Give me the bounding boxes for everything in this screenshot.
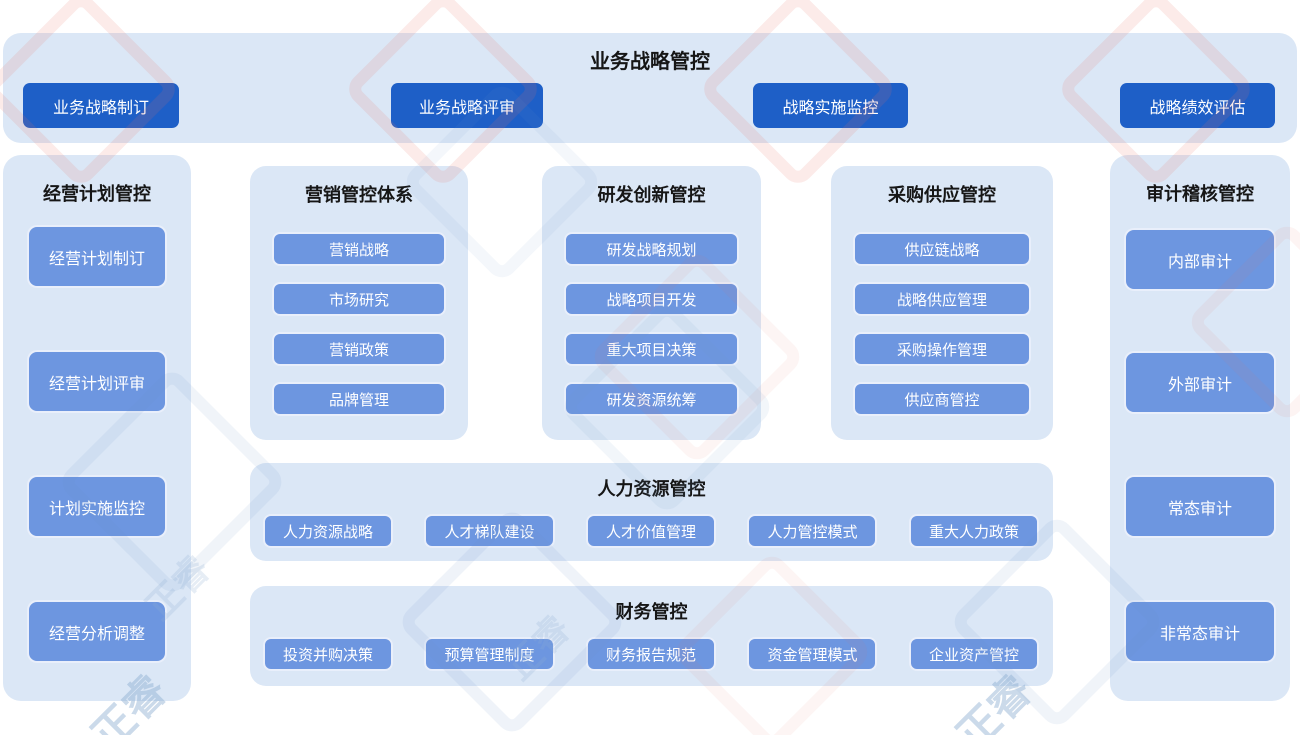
- operating-plan-panel: 经营计划管控 经营计划制订 经营计划评审 计划实施监控 经营分析调整: [3, 155, 191, 701]
- hr-item-1: 人力资源战略: [263, 514, 394, 548]
- rd-item-1: 研发战略规划: [564, 232, 739, 266]
- hr-items-row: 人力资源战略 人才梯队建设 人才价值管理 人力管控模式 重大人力政策: [263, 514, 1039, 548]
- rd-item-2: 战略项目开发: [564, 282, 739, 316]
- finance-item-4: 资金管理模式: [747, 637, 878, 671]
- rd-item-3: 重大项目决策: [564, 332, 739, 366]
- audit-item-regular: 常态审计: [1124, 475, 1276, 538]
- audit-item-external: 外部审计: [1124, 351, 1276, 414]
- hr-item-4: 人力管控模式: [747, 514, 878, 548]
- finance-item-3: 财务报告规范: [585, 637, 716, 671]
- hr-panel: 人力资源管控 人力资源战略 人才梯队建设 人才价值管理 人力管控模式 重大人力政…: [250, 463, 1053, 561]
- marketing-item-3: 营销政策: [272, 332, 446, 366]
- strategy-btn-formulation: 业务战略制订: [23, 83, 179, 128]
- procurement-item-1: 供应链战略: [853, 232, 1031, 266]
- finance-item-2: 预算管理制度: [424, 637, 555, 671]
- procurement-item-2: 战略供应管理: [853, 282, 1031, 316]
- finance-panel: 财务管控 投资并购决策 预算管理制度 财务报告规范 资金管理模式 企业资产管控: [250, 586, 1053, 686]
- marketing-item-2: 市场研究: [272, 282, 446, 316]
- strategy-btn-evaluation: 战略绩效评估: [1120, 83, 1275, 128]
- marketing-panel: 营销管控体系 营销战略 市场研究 营销政策 品牌管理: [250, 166, 468, 440]
- marketing-title: 营销管控体系: [305, 185, 413, 205]
- strategy-btn-review: 业务战略评审: [391, 83, 543, 128]
- business-strategy-title: 业务战略管控: [590, 51, 710, 73]
- finance-items-row: 投资并购决策 预算管理制度 财务报告规范 资金管理模式 企业资产管控: [263, 637, 1039, 671]
- audit-item-internal: 内部审计: [1124, 228, 1276, 291]
- marketing-item-4: 品牌管理: [272, 382, 446, 416]
- plan-item-review: 经营计划评审: [27, 350, 167, 413]
- hr-item-2: 人才梯队建设: [424, 514, 555, 548]
- finance-item-1: 投资并购决策: [263, 637, 394, 671]
- hr-item-3: 人才价值管理: [585, 514, 716, 548]
- finance-title: 财务管控: [615, 602, 688, 622]
- rd-innovation-panel: 研发创新管控 研发战略规划 战略项目开发 重大项目决策 研发资源统筹: [542, 166, 761, 440]
- plan-item-formulation: 经营计划制订: [27, 225, 167, 288]
- procurement-item-3: 采购操作管理: [853, 332, 1031, 366]
- hr-title: 人力资源管控: [597, 479, 706, 499]
- rd-item-4: 研发资源统筹: [564, 382, 739, 416]
- procurement-item-4: 供应商管控: [853, 382, 1031, 416]
- hr-item-5: 重大人力政策: [908, 514, 1039, 548]
- strategy-btn-monitoring: 战略实施监控: [753, 83, 908, 128]
- audit-panel: 审计稽核管控 内部审计 外部审计 常态审计 非常态审计: [1110, 155, 1290, 701]
- finance-item-5: 企业资产管控: [908, 637, 1039, 671]
- audit-item-adhoc: 非常态审计: [1124, 600, 1276, 663]
- audit-title: 审计稽核管控: [1146, 184, 1254, 204]
- rd-innovation-title: 研发创新管控: [597, 185, 706, 205]
- plan-item-monitoring: 计划实施监控: [27, 475, 167, 538]
- procurement-panel: 采购供应管控 供应链战略 战略供应管理 采购操作管理 供应商管控: [831, 166, 1053, 440]
- operating-plan-title: 经营计划管控: [43, 184, 151, 204]
- procurement-title: 采购供应管控: [888, 185, 996, 205]
- plan-item-adjustment: 经营分析调整: [27, 600, 167, 663]
- business-strategy-panel: 业务战略管控 业务战略制订 业务战略评审 战略实施监控 战略绩效评估: [3, 33, 1297, 143]
- marketing-item-1: 营销战略: [272, 232, 446, 266]
